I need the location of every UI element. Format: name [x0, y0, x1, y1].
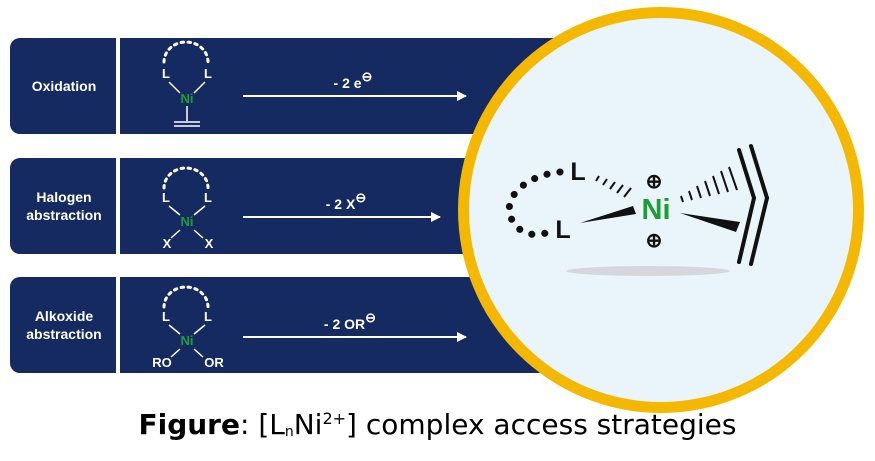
- hashed-bond: [595, 175, 632, 198]
- alkoxide-nickel-structure: L L Ni RO OR: [152, 285, 224, 370]
- product-nickel-label: Ni: [642, 194, 671, 226]
- ligand-right-label: L: [204, 66, 212, 81]
- arrow-label: - 2 OR⊖: [324, 310, 376, 332]
- shadow: [566, 266, 730, 276]
- panel-divider: [116, 158, 120, 254]
- cationic-nickel-complex: L L Ni ⊕ ⊕: [505, 144, 769, 276]
- alkoxide-left-label: RO: [152, 355, 172, 370]
- panel-divider: [116, 38, 120, 134]
- positive-charge-icon: ⊕: [646, 230, 663, 252]
- ligand-left-label: L: [162, 190, 170, 205]
- oxidation-panel: Oxidation: [10, 38, 570, 134]
- ligand-right-label: L: [204, 190, 212, 205]
- caption-bold: Figure: [138, 408, 240, 441]
- caption-part: ] complex access strategies: [346, 408, 737, 441]
- caption-part: : [L: [239, 408, 285, 441]
- halide-right-label: X: [205, 236, 214, 251]
- oxidation-nickel-structure: L L Ni: [162, 40, 212, 127]
- arrow-label-text: - 2 OR: [324, 316, 365, 332]
- arrow-label-text: - 2 e: [334, 75, 362, 91]
- ligand-right-label: L: [204, 309, 212, 324]
- hashed-bond: [680, 166, 738, 203]
- ligand-bottom-label: L: [555, 216, 570, 244]
- halogen-abstraction-label: Halogen abstraction: [26, 189, 102, 223]
- ligand-left-label: L: [162, 309, 170, 324]
- caption-part: Ni: [293, 408, 323, 441]
- product-circle: [469, 18, 853, 402]
- arrow-label: - 2 X⊖: [326, 190, 366, 212]
- positive-charge-icon: ⊕: [646, 171, 663, 193]
- alkoxide-abstraction-label: Alkoxide abstraction: [26, 308, 102, 342]
- negative-charge-icon: ⊖: [362, 69, 373, 84]
- nickel-label: Ni: [181, 214, 194, 229]
- figure-caption: Figure: [LnNi2+] complex access strategi…: [0, 408, 875, 441]
- alkene-double-bond: [737, 144, 769, 266]
- arrow-label: - 2 e⊖: [334, 69, 373, 91]
- nickel-label: Ni: [181, 333, 194, 348]
- wedge-bond: [680, 213, 740, 232]
- wedge-bond: [580, 206, 636, 223]
- negative-charge-icon: ⊖: [365, 310, 376, 325]
- arrow-label-text: - 2 X: [326, 196, 356, 212]
- ligand-left-label: L: [162, 66, 170, 81]
- caption-subscript: n: [284, 424, 294, 440]
- alkoxide-right-label: OR: [204, 355, 224, 370]
- halide-left-label: X: [163, 236, 172, 251]
- ligand-top-label: L: [570, 158, 585, 186]
- oxidation-label: Oxidation: [31, 78, 97, 94]
- caption-superscript: 2+: [322, 409, 347, 428]
- nickel-label: Ni: [181, 91, 194, 106]
- ligand-backbone: [505, 168, 564, 239]
- panel-divider: [116, 277, 120, 373]
- negative-charge-icon: ⊖: [355, 190, 366, 205]
- halogen-nickel-structure: L L Ni X X: [162, 166, 214, 251]
